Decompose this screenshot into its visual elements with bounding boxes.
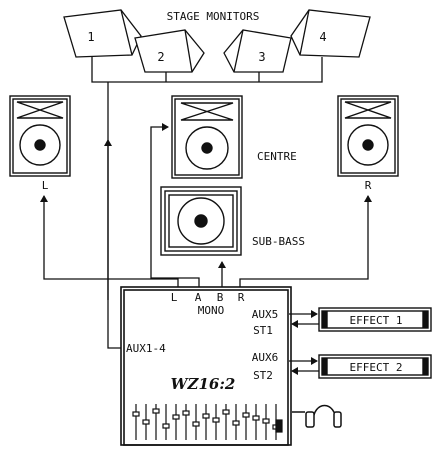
fader-knob	[132, 411, 140, 417]
fader-knob	[222, 409, 230, 415]
fader-knob	[212, 417, 220, 423]
mixer-out-a: A	[195, 291, 202, 304]
monitor-4-label: 4	[319, 30, 326, 44]
mixer-output-labels: L A B R MONO	[171, 291, 245, 317]
headphones-icon	[292, 404, 342, 428]
centre-speaker-label: CENTRE	[257, 150, 297, 163]
mixer-out-l: L	[171, 291, 178, 304]
effect-wiring	[289, 310, 319, 375]
fader-knob	[162, 423, 170, 429]
aux6-label: AUX6	[252, 351, 279, 364]
centre-speaker: CENTRE	[171, 95, 297, 179]
effect-2-label: EFFECT 2	[350, 361, 403, 374]
stage-monitor-3: 3	[223, 29, 292, 73]
fader-knob	[152, 408, 160, 414]
fader-knob	[242, 412, 250, 418]
stage-monitor-4: 4	[290, 9, 371, 58]
output-wiring	[40, 123, 372, 287]
fader-knob	[142, 419, 150, 425]
effect-2-unit: EFFECT 2	[318, 354, 432, 379]
fader-knob	[262, 418, 270, 424]
fader-knob	[202, 413, 210, 419]
monitor-3-label: 3	[258, 50, 265, 64]
mixer-mono-label: MONO	[198, 304, 225, 317]
stage-monitors-title: STAGE MONITORS	[167, 10, 260, 23]
left-speaker: L	[9, 95, 71, 192]
mixer-faders	[132, 404, 283, 440]
fader-knob	[172, 414, 180, 420]
stage-monitor-1: 1	[63, 9, 142, 58]
aux5-label: AUX5	[252, 308, 279, 321]
monitor-1-label: 1	[87, 30, 94, 44]
stage-monitor-2: 2	[134, 29, 205, 73]
mixer-out-b: B	[217, 291, 224, 304]
effect-1-label: EFFECT 1	[350, 314, 403, 327]
monitor-feed-lines	[91, 57, 323, 349]
left-speaker-label: L	[42, 179, 49, 192]
fader-knob	[252, 415, 260, 421]
st2-label: ST2	[253, 369, 273, 382]
right-speaker-label: R	[365, 179, 372, 192]
aux1-4-label: AUX1-4	[126, 342, 166, 355]
master-fader-knob	[275, 419, 283, 433]
fader-knob	[232, 420, 240, 426]
mixer-model-name: WZ16:2	[171, 375, 236, 393]
right-speaker: R	[337, 95, 399, 192]
fader-knob	[192, 421, 200, 427]
sub-bass-label: SUB-BASS	[252, 235, 305, 248]
fader-knob	[182, 410, 190, 416]
monitor-2-label: 2	[157, 50, 164, 64]
sub-bass-speaker: SUB-BASS	[160, 186, 305, 256]
effect-1-unit: EFFECT 1	[318, 307, 432, 332]
st1-label: ST1	[253, 324, 273, 337]
mixer-out-r: R	[238, 291, 245, 304]
